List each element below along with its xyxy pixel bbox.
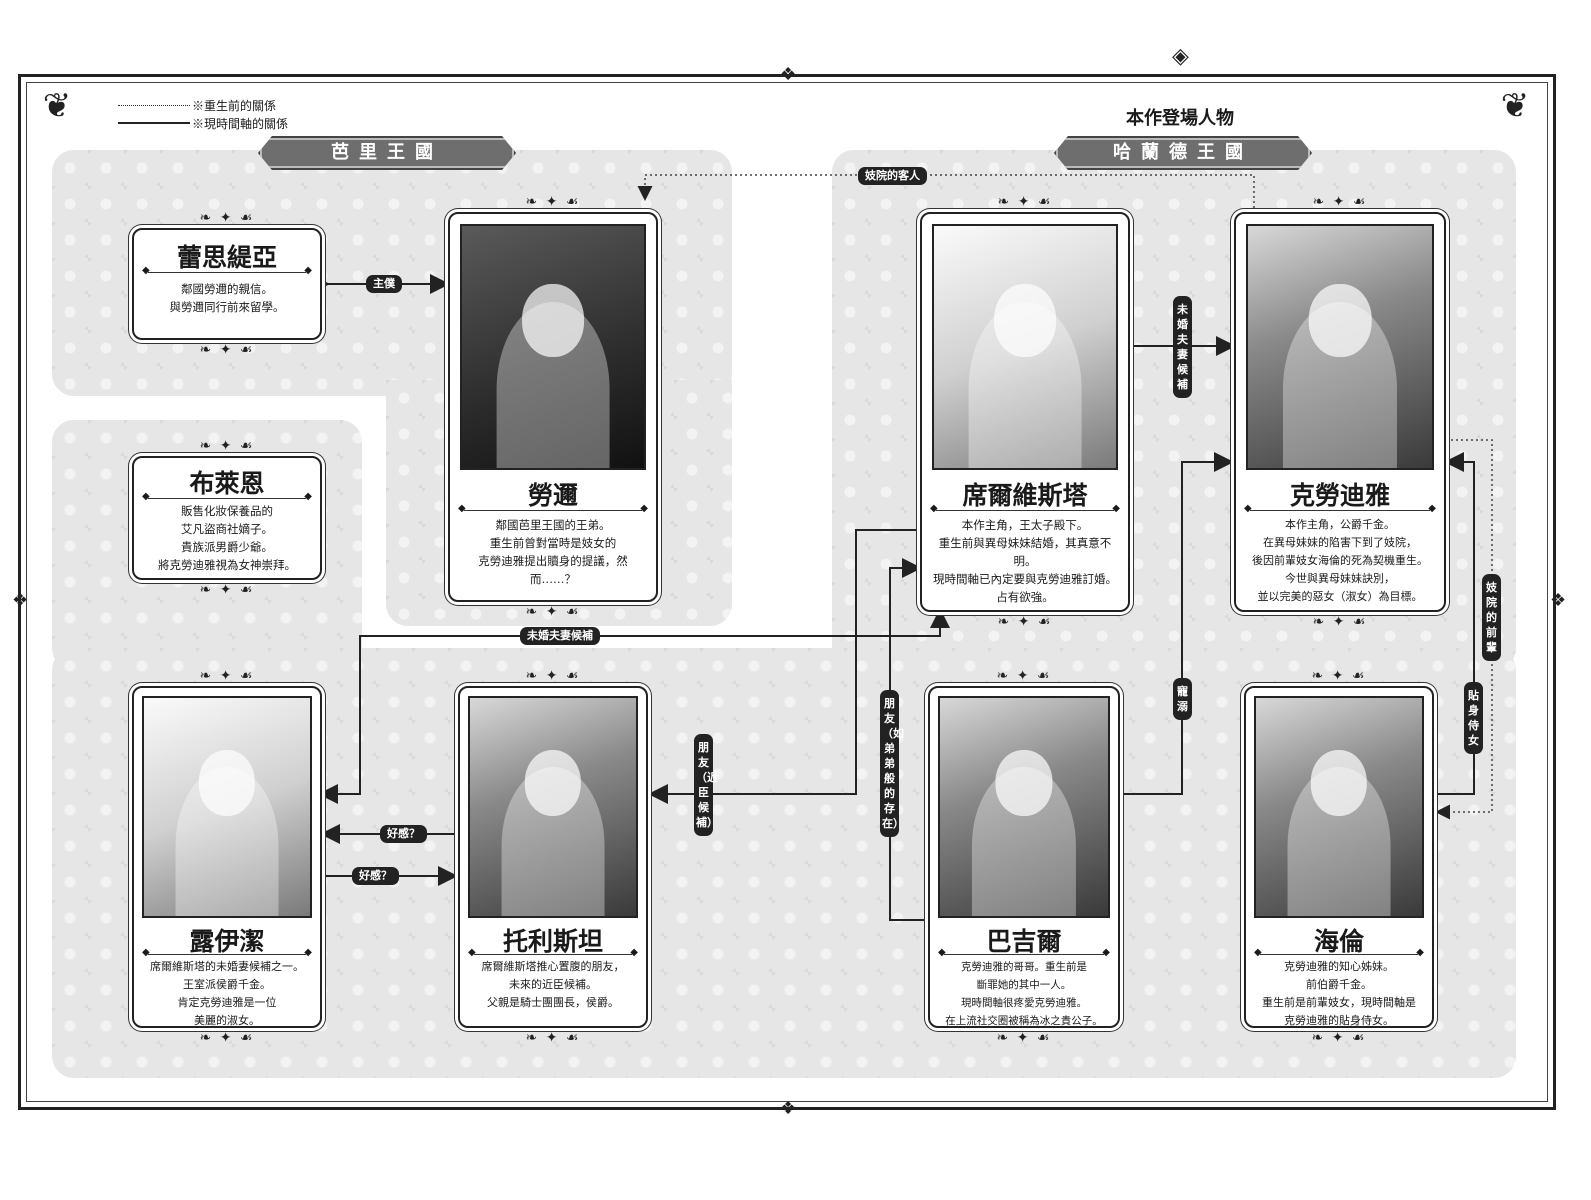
card-ornament-icon: ❧ ✦ ☙ (997, 194, 1053, 210)
outer-frame (18, 74, 1556, 1110)
card-ornament-icon: ❧ ✦ ☙ (525, 194, 581, 210)
card-ornament-icon: ❧ ✦ ☙ (525, 668, 581, 684)
portrait-tristan (468, 696, 638, 918)
name-divider (1244, 503, 1436, 514)
tag-fiance-mid: 未婚夫妻候補 (520, 627, 600, 645)
name-divider (930, 503, 1120, 514)
solid-line-sample (118, 122, 190, 124)
character-card-tristan[interactable]: ❧ ✦ ☙ 托利斯坦 席爾維斯塔推心置腹的朋友， 未來的近臣候補。 父親是騎士團… (458, 668, 648, 1046)
character-name: 托利斯坦 (502, 927, 603, 956)
card-ornament-icon: ❧ ✦ ☙ (525, 604, 581, 620)
character-description: 克勞迪雅的哥哥。重生前是 斷罪她的其中一人。 現時間軸很疼愛克勞迪雅。 在上流社… (945, 961, 1103, 1027)
corner-ornament-icon: ❦ (1500, 86, 1530, 126)
card-ornament-icon: ❧ ✦ ☙ (199, 668, 255, 684)
card-ornament-icon: ❧ ✦ ☙ (199, 210, 255, 226)
legend: ※重生前的關係 ※現時間軸的關係 (118, 96, 288, 132)
tag-personal-maid: 貼身侍女 (1464, 682, 1483, 754)
character-description: 本作主角，公爵千金。 在異母妹妹的陷害下到了妓院， 後因前輩妓女海倫的死為契機重… (1252, 518, 1428, 603)
card-ornament-icon: ❧ ✦ ☙ (199, 438, 255, 454)
card-ornament-icon: ❧ ✦ ☙ (1311, 1030, 1367, 1046)
portrait-helen (1254, 696, 1424, 918)
character-description: 鄰國芭里王國的王弟。 重生前曾對當時是妓女的 克勞迪雅提出贖身的提議，然而……？ (478, 518, 628, 586)
tag-goodwill-2: 好感？ (352, 867, 399, 885)
character-card-claudia[interactable]: ❧ ✦ ☙ 克勞迪雅 本作主角，公爵千金。 在異母妹妹的陷害下到了妓院， 後因前… (1234, 194, 1446, 630)
character-name: 克勞迪雅 (1289, 481, 1390, 510)
character-card-louise[interactable]: ❧ ✦ ☙ 露伊潔 席爾維斯塔的未婚妻候補之一。 王室派侯爵千金。 肯定克勞迪雅… (132, 668, 322, 1046)
character-card-lauren[interactable]: ❧ ✦ ☙ 勞邇 鄰國芭里王國的王弟。 重生前曾對當時是妓女的 克勞迪雅提出贖身… (448, 194, 658, 620)
name-divider (938, 947, 1110, 958)
frame-ornament-icon: ❖ (12, 590, 29, 611)
tag-friend-aide: 朋友（近臣候補） (694, 734, 718, 836)
line-friend-aide (648, 529, 918, 804)
tag-master-servant: 主僕 (366, 275, 402, 293)
tag-fiance-top: 未婚夫妻候補 (1173, 296, 1192, 398)
legend-dotted: ※重生前的關係 (118, 96, 288, 114)
line-fiance-mid (318, 612, 941, 804)
character-name: 海倫 (1313, 927, 1364, 956)
name-divider (468, 947, 638, 958)
line-doting (1122, 452, 1234, 795)
card-ornament-icon: ❧ ✦ ☙ (996, 1030, 1052, 1046)
card-ornament-icon: ❧ ✦ ☙ (1312, 614, 1368, 630)
character-name: 蕾思緹亞 (176, 243, 277, 272)
card-ornament-icon: ❧ ✦ ☙ (997, 614, 1053, 630)
line-brothel-client (637, 174, 1255, 208)
card-ornament-icon: ❧ ✦ ☙ (996, 668, 1052, 684)
character-name: 巴吉爾 (986, 927, 1062, 956)
character-description: 鄰國勞邇的親信。 與勞邇同行前來留學。 (169, 282, 285, 314)
corner-ornament-icon: ❦ (42, 86, 72, 126)
portrait-lauren (460, 224, 646, 470)
inner-frame (26, 82, 1548, 1102)
character-card-lethia[interactable]: ❧ ✦ ☙ 蕾思緹亞 鄰國勞邇的親信。 與勞邇同行前來留學。 ❧ ✦ ☙ (132, 210, 322, 358)
frame-ornament-icon: ❖ (1550, 590, 1567, 611)
card-ornament-icon: ❧ ✦ ☙ (199, 342, 255, 358)
character-name: 席爾維斯塔 (962, 481, 1088, 510)
name-divider (1254, 947, 1424, 958)
portrait-louise (142, 696, 312, 918)
character-card-helen[interactable]: ❧ ✦ ☙ 海倫 克勞迪雅的知心姊妹。 前伯爵千金。 重生前是前輩妓女，現時間軸… (1244, 668, 1434, 1046)
tag-friend-brother: 朋友（如弟弟般的存在） (880, 690, 904, 837)
character-description: 席爾維斯塔的未婚妻候補之一。 王室派侯爵千金。 肯定克勞迪雅是一位 美麗的淑女。 (150, 960, 304, 1027)
character-card-bryan[interactable]: ❧ ✦ ☙ 布萊恩 販售化妝保養品的 艾凡盜商社嫡子。 貴族派男爵少爺。 將克勞… (132, 438, 322, 598)
character-description: 席爾維斯塔推心置腹的朋友， 未來的近臣候補。 父親是騎士團團長，侯爵。 (481, 960, 625, 1009)
name-divider (458, 503, 648, 514)
page-title: 本作登場人物 (1126, 108, 1234, 129)
legend-solid-label: ※現時間軸的關係 (192, 116, 289, 131)
frame-ornament-icon: ❖ (780, 64, 797, 85)
character-description: 販售化妝保養品的 艾凡盜商社嫡子。 貴族派男爵少爺。 將克勞迪雅視為女神崇拜。 (158, 504, 296, 572)
character-card-bagir[interactable]: ❧ ✦ ☙ 巴吉爾 克勞迪雅的哥哥。重生前是 斷罪她的其中一人。 現時間軸很疼愛… (928, 668, 1120, 1046)
name-divider (142, 947, 312, 958)
legend-solid: ※現時間軸的關係 (118, 114, 288, 132)
frame-ornament-icon: ❖ (780, 1098, 797, 1119)
character-description: 克勞迪雅的知心姊妹。 前伯爵千金。 重生前是前輩妓女，現時間軸是 克勞迪雅的貼身… (1262, 960, 1416, 1027)
dotted-line-sample (118, 104, 190, 106)
tag-goodwill-1: 好感？ (380, 825, 427, 843)
portrait-claudia (1246, 224, 1434, 470)
character-name: 露伊潔 (189, 927, 265, 956)
kingdom-banner-barry: 芭里王國 (258, 136, 516, 170)
card-ornament-icon: ❧ ✦ ☙ (199, 1030, 255, 1046)
portrait-bagir (938, 696, 1110, 918)
legend-dotted-label: ※重生前的關係 (192, 98, 277, 113)
character-name: 布萊恩 (189, 469, 265, 498)
card-ornament-icon: ❧ ✦ ☙ (199, 582, 255, 598)
name-divider (142, 265, 312, 276)
card-ornament-icon: ❧ ✦ ☙ (525, 1030, 581, 1046)
character-name: 勞邇 (527, 481, 578, 510)
tag-doting: 寵溺 (1173, 678, 1192, 720)
card-ornament-icon: ❧ ✦ ☙ (1311, 668, 1367, 684)
character-description: 本作主角，王太子殿下。 重生前與異母妹妹結婚，其真意不明。 現時間軸已內定要與克… (933, 518, 1117, 604)
tag-brothel-client: 妓院的客人 (858, 167, 927, 185)
tag-senior-brothel: 妓院的前輩 (1482, 574, 1501, 661)
name-divider (142, 491, 312, 502)
portrait-sylvester (932, 224, 1118, 470)
character-card-sylvester[interactable]: ❧ ✦ ☙ 席爾維斯塔 本作主角，王太子殿下。 重生前與異母妹妹結婚，其真意不明… (920, 194, 1130, 630)
kingdom-banner-harland: 哈蘭德王國 (1054, 136, 1312, 170)
line-personal-maid (1436, 452, 1475, 795)
card-ornament-icon: ❧ ✦ ☙ (1312, 194, 1368, 210)
diamond-ornament-icon: ◈ (1172, 44, 1189, 69)
